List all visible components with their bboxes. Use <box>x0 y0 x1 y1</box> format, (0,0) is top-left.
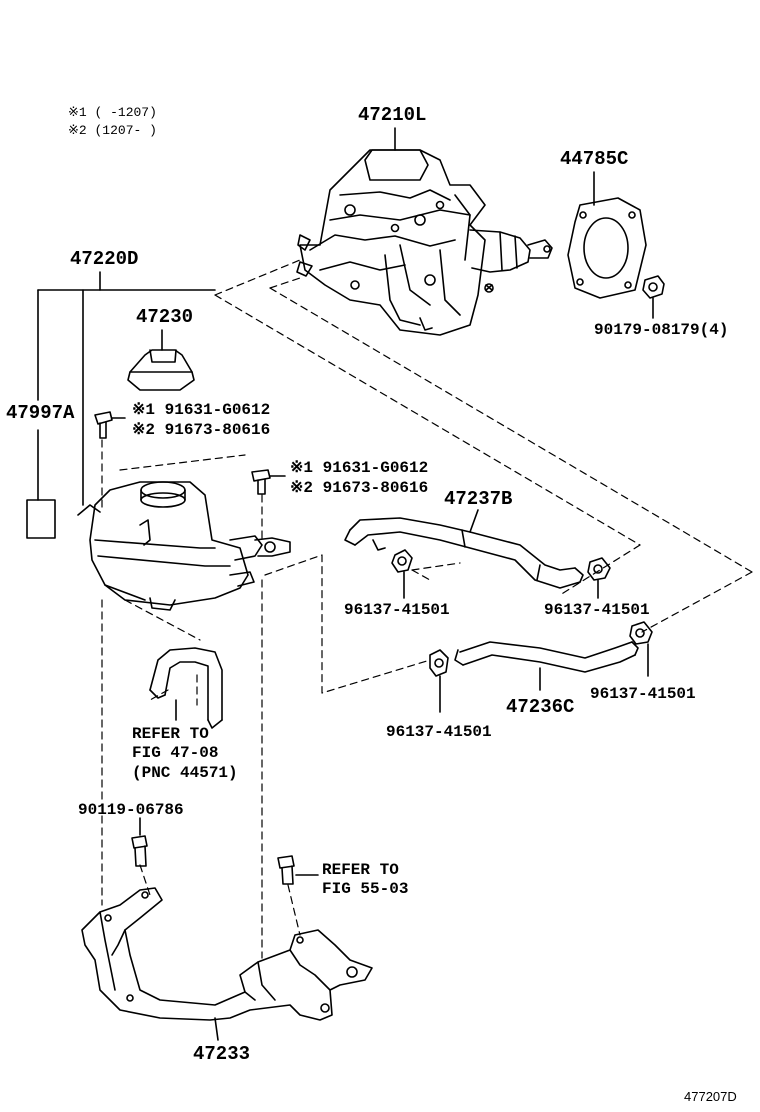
reservoir-tank <box>77 481 291 611</box>
reservoir-cap <box>127 349 195 391</box>
dashed-connection-lines <box>101 259 753 959</box>
part-label-nut: 90179-08179(4) <box>594 321 729 339</box>
gasket <box>567 197 647 299</box>
mounting-bracket <box>81 887 373 1021</box>
part-label-clamp-3: 96137-41501 <box>386 723 492 741</box>
bracket-bolt <box>131 835 148 867</box>
ref-1-line-2: FIG 47-08 <box>132 744 219 762</box>
part-label-47220D: 47220D <box>70 248 139 270</box>
part-label-44785C: 44785C <box>560 148 629 170</box>
ref-2-line-2: FIG 55-03 <box>322 880 409 898</box>
note-2: ※2 (1207- ) <box>68 123 157 138</box>
clamp-3 <box>429 649 449 677</box>
diagram-id: 477207D <box>684 1089 737 1104</box>
brake-booster-assembly <box>296 149 553 336</box>
part-label-47236C: 47236C <box>506 696 575 718</box>
bolt-b <box>251 469 271 495</box>
part-label-47233: 47233 <box>193 1043 251 1065</box>
ref-1-line-3: (PNC 44571) <box>132 764 238 782</box>
part-label-47237B: 47237B <box>444 488 513 510</box>
part-label-clamp-1: 96137-41501 <box>344 601 450 619</box>
part-label-clamp-2: 96137-41501 <box>544 601 650 619</box>
hose-lower <box>454 641 639 673</box>
ref-1-line-1: REFER TO <box>132 725 209 743</box>
part-label-bracket-bolt: 90119-06786 <box>78 801 184 819</box>
clamp-2 <box>587 557 611 581</box>
part-label-47230: 47230 <box>136 306 194 328</box>
ref-bolt <box>277 855 295 885</box>
nut <box>642 275 665 299</box>
ref-2-line-1: REFER TO <box>322 861 399 879</box>
clamp-1 <box>391 549 413 573</box>
part-label-47210L: 47210L <box>358 104 427 126</box>
reservoir-bracket-lines <box>37 271 216 506</box>
note-1: ※1 ( -1207) <box>68 105 157 120</box>
part-label-bolt-b1: ※1 91631-G0612 <box>290 459 429 477</box>
label-sticker <box>26 499 56 539</box>
part-label-bolt-b2: ※2 91673-80616 <box>290 479 429 497</box>
part-label-bolt-a2: ※2 91673-80616 <box>132 421 271 439</box>
clamp-4 <box>629 621 653 645</box>
return-hose <box>149 647 223 729</box>
hose-upper <box>344 517 584 589</box>
hose-upper-leader <box>469 509 479 533</box>
part-label-bolt-a1: ※1 91631-G0612 <box>132 401 271 419</box>
bracket-leader <box>214 1017 219 1041</box>
part-label-clamp-4: 96137-41501 <box>590 685 696 703</box>
bolt-a <box>94 411 113 439</box>
part-label-47997A: 47997A <box>6 402 75 424</box>
